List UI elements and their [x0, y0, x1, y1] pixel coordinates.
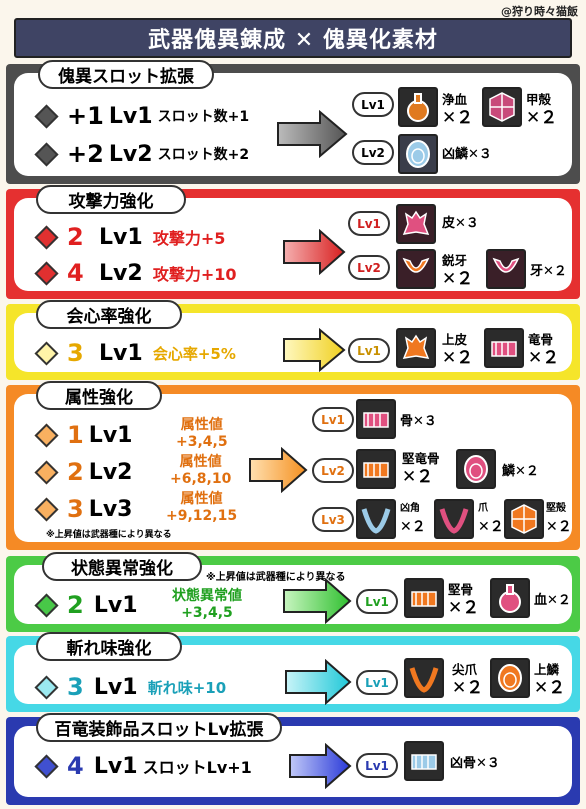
scale-icon [398, 134, 438, 174]
section-status: 状態異常強化 ※上昇値は武器種により異なる 2 Lv1 状態異常値+3,4,5 … [6, 552, 580, 632]
enhance-row: 2 Lv2 [32, 458, 132, 486]
section-title: 状態異常強化 [42, 552, 202, 581]
section-title: 傀異スロット拡張 [38, 60, 214, 89]
section-slot-expansion: 傀異スロット拡張 +1 Lv1 スロット数+1 +2 Lv2 スロット数+2 L… [6, 60, 580, 184]
bone-icon [356, 449, 396, 489]
level-badge: Lv2 [352, 140, 394, 165]
arrow-icon [283, 578, 352, 624]
level-badge: Lv1 [352, 92, 394, 117]
flask-icon [398, 87, 438, 127]
scale-icon [490, 658, 530, 698]
enhance-row: 1 Lv1 [32, 421, 132, 449]
level-badge: Lv1 [356, 589, 398, 614]
section-title: 百竜装飾品スロットLv拡張 [36, 713, 282, 742]
section-attack: 攻撃力強化 2 Lv1 攻撃力+5 4 Lv2 攻撃力+10 Lv1 Lv2 皮… [6, 185, 580, 299]
section-deco-slot: 百竜装飾品スロットLv拡張 4 Lv1 スロットLv+1 Lv1 凶骨✕３ [6, 713, 580, 805]
enhance-row: 2 Lv1 [32, 591, 138, 619]
level-badge: Lv1 [356, 670, 398, 695]
section-title: 属性強化 [36, 381, 162, 410]
bone-icon [484, 328, 524, 368]
claw-icon [434, 499, 474, 539]
bone-icon [356, 399, 396, 439]
arrow-icon [277, 110, 348, 158]
level-badge: Lv1 [312, 407, 354, 432]
section-affinity: 会心率強化 3 Lv1 会心率+5% Lv1 上皮✕２ 竜骨✕２ [6, 300, 580, 380]
enhance-row: 3 Lv1 会心率+5% [32, 339, 236, 367]
section-title: 攻撃力強化 [36, 185, 186, 214]
arrow-icon [283, 328, 346, 372]
enhance-row: 2 Lv1 攻撃力+5 [32, 223, 225, 251]
section-title: 斬れ味強化 [36, 632, 182, 661]
level-badge: Lv3 [312, 507, 354, 532]
section-element: 属性強化 1 Lv1 2 Lv2 3 Lv3 属性値+3,4,5 属性値+6,8… [6, 381, 580, 550]
bone-icon [404, 741, 444, 781]
note: ※上昇値は武器種により異なる [46, 530, 172, 540]
section-sharpness: 斬れ味強化 3 Lv1 斬れ味+10 Lv1 尖爪✕２ 上鱗✕２ [6, 632, 580, 712]
shell-icon [504, 499, 544, 539]
page-title: 武器傀異錬成 ✕ 傀異化素材 [14, 18, 572, 58]
arrow-icon [285, 659, 352, 705]
claw-icon [404, 658, 444, 698]
level-badge: Lv2 [348, 255, 390, 280]
shell-icon [482, 87, 522, 127]
enhance-row: +1 Lv1 スロット数+1 [32, 102, 249, 130]
level-badge: Lv1 [348, 338, 390, 363]
enhance-row: +2 Lv2 スロット数+2 [32, 140, 249, 168]
level-badge: Lv1 [348, 211, 390, 236]
flask-icon [490, 578, 530, 618]
fang-icon [396, 249, 436, 289]
hide-icon [396, 204, 436, 244]
arrow-icon [283, 229, 346, 275]
level-badge: Lv2 [312, 458, 354, 483]
enhance-row: 3 Lv3 [32, 495, 132, 523]
credit: @狩り時々猫飯 [501, 5, 578, 18]
claw-icon [356, 499, 396, 539]
enhance-row: 3 Lv1 斬れ味+10 [32, 673, 226, 701]
section-title: 会心率強化 [36, 300, 182, 329]
note: ※上昇値は武器種により異なる [206, 572, 346, 583]
fang-icon [486, 249, 526, 289]
hide-icon [396, 328, 436, 368]
arrow-icon [249, 447, 308, 493]
level-badge: Lv1 [356, 753, 398, 778]
arrow-icon [289, 743, 352, 789]
enhance-row: 4 Lv2 攻撃力+10 [32, 259, 237, 287]
bone-icon [404, 578, 444, 618]
enhance-row: 4 Lv1 スロットLv+1 [32, 752, 252, 780]
scale-icon [456, 449, 496, 489]
